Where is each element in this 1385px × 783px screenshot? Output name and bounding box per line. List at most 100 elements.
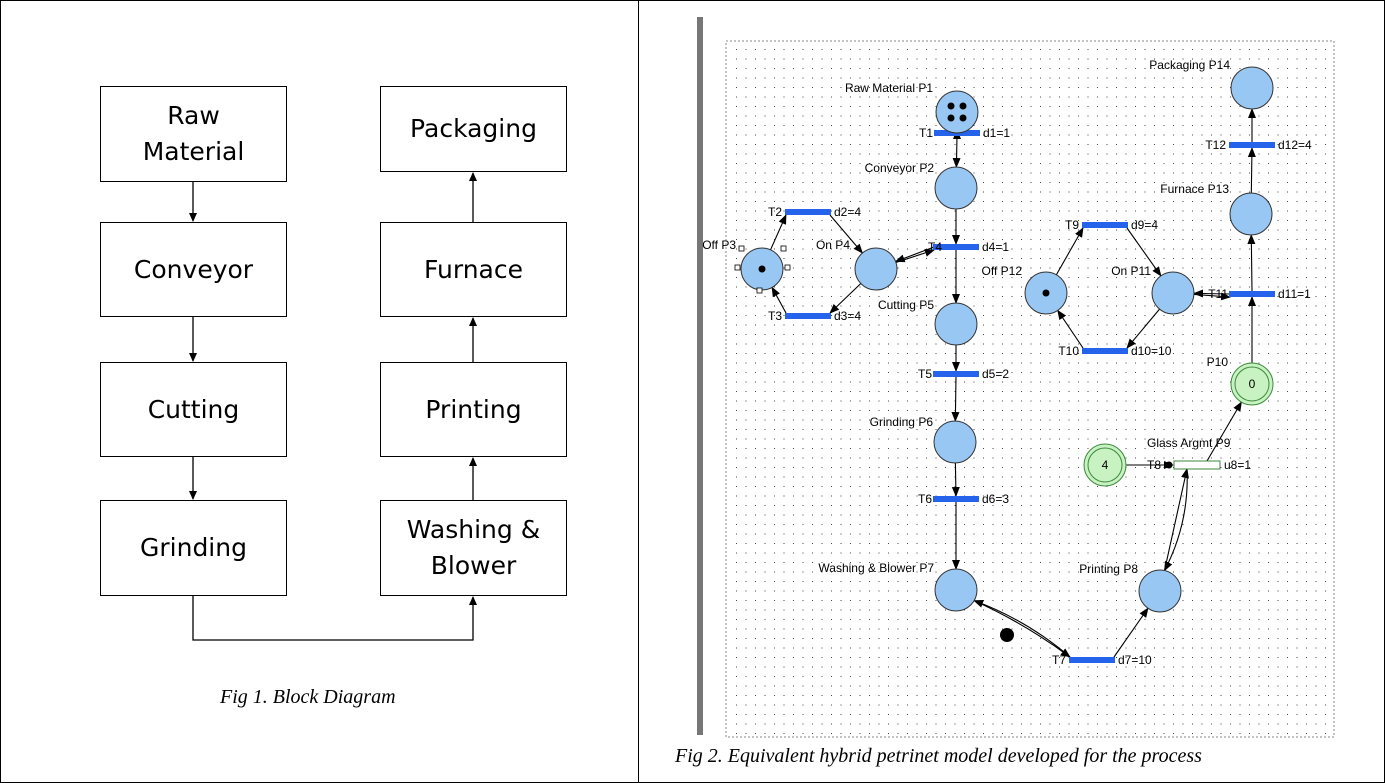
transition-delay: d11=1 — [1278, 287, 1311, 301]
transition-label: T6 — [918, 492, 932, 506]
transition-delay: d12=4 — [1278, 138, 1312, 152]
place-circle[interactable] — [1229, 192, 1273, 236]
token — [758, 265, 766, 273]
place-inner-ring — [1234, 366, 1270, 402]
block-conveyor: Conveyor — [100, 222, 287, 317]
transition-bar[interactable] — [1173, 460, 1221, 470]
place-circle[interactable] — [934, 568, 978, 612]
selection-handle[interactable] — [756, 287, 763, 294]
place-p7[interactable]: Washing & Blower P7 — [818, 561, 978, 612]
transition-bar[interactable] — [785, 209, 831, 215]
place-label: Grinding P6 — [870, 415, 934, 429]
place-p4[interactable]: On P4 — [816, 238, 898, 291]
transition-bar[interactable] — [933, 496, 979, 502]
token — [959, 114, 967, 122]
place-p5[interactable]: Cutting P5 — [878, 298, 978, 346]
block-grinding: Grinding — [100, 500, 287, 596]
place-label: Washing & Blower P7 — [818, 561, 934, 575]
place-circle[interactable] — [1151, 271, 1195, 315]
transition-bar[interactable] — [1069, 657, 1115, 663]
place-circle[interactable] — [934, 166, 978, 210]
place-p8[interactable]: Printing P8 — [1079, 562, 1182, 613]
place-circle[interactable] — [935, 90, 979, 134]
place-label: On P4 — [816, 238, 850, 252]
transition-delay: d5=2 — [982, 367, 1009, 381]
arc — [1193, 292, 1231, 301]
place-p6[interactable]: Grinding P6 — [870, 415, 977, 464]
transition-t12[interactable]: T12 d12=4 — [1205, 138, 1312, 152]
block-arrows — [189, 172, 477, 641]
arc — [770, 214, 787, 251]
block-printing: Printing — [380, 362, 567, 457]
transition-t10[interactable]: T10 d10=10 — [1058, 344, 1171, 358]
arc-endpoint — [1165, 461, 1173, 469]
arc — [973, 600, 1071, 658]
place-p3[interactable]: Off P3 — [702, 238, 784, 291]
transition-bar[interactable] — [1082, 348, 1128, 354]
selection-handle[interactable] — [780, 245, 787, 252]
transition-bar[interactable] — [933, 371, 979, 377]
place-label: Conveyor P2 — [865, 161, 935, 175]
transition-t5[interactable]: T5 d5=2 — [918, 367, 1009, 381]
arrow-grinding-to-washing — [192, 596, 477, 641]
transition-bar[interactable] — [1082, 222, 1128, 228]
place-label: Packaging P14 — [1149, 58, 1230, 72]
selection-handle[interactable] — [738, 245, 745, 252]
arc — [1247, 147, 1256, 194]
transition-label: T10 — [1058, 344, 1079, 358]
place-circle[interactable] — [1138, 569, 1182, 613]
arc — [973, 600, 1071, 658]
transition-label: T2 — [768, 205, 782, 219]
place-p14[interactable]: Packaging P14 — [1149, 58, 1274, 110]
transition-label: T11 — [1208, 287, 1228, 301]
place-circle[interactable] — [1230, 362, 1274, 406]
transition-bar[interactable] — [933, 244, 979, 250]
place-circle[interactable] — [933, 420, 977, 464]
fig2-caption: Fig 2. Equivalent hybrid petrinet model … — [675, 745, 1202, 767]
arc — [1113, 607, 1149, 658]
block-cutting: Cutting — [100, 362, 287, 457]
arc — [1206, 401, 1242, 462]
panel-divider — [638, 0, 639, 783]
arc — [1126, 308, 1160, 349]
place-p2[interactable]: Conveyor P2 — [865, 161, 978, 210]
place-label: Printing P8 — [1079, 562, 1138, 576]
place-circle[interactable] — [934, 302, 978, 346]
place-circle[interactable] — [854, 247, 898, 291]
place-marking: 4 — [1102, 458, 1109, 472]
place-label: Off P12 — [982, 264, 1023, 278]
fig1-caption: Fig 1. Block Diagram — [220, 686, 396, 708]
transition-t11[interactable]: T11 d11=1 — [1208, 287, 1311, 301]
place-circle[interactable] — [1230, 66, 1274, 110]
transition-t4[interactable]: T4 d4=1 — [928, 240, 1009, 254]
selection-handle[interactable] — [784, 264, 791, 271]
transition-delay: d3=4 — [834, 309, 861, 323]
places: Raw Material P1 Conveyor P2 Off P3 On P4 Cut… — [702, 58, 1274, 613]
place-p13[interactable]: Furnace P13 — [1160, 182, 1273, 236]
transition-label: T5 — [918, 367, 932, 381]
transition-bar[interactable] — [1229, 142, 1275, 148]
transition-bar[interactable] — [1229, 291, 1275, 297]
transition-label: T4 — [928, 240, 942, 254]
arc — [1247, 233, 1256, 292]
transition-delay: d10=10 — [1131, 344, 1172, 358]
place-circle[interactable] — [1083, 443, 1127, 487]
transition-label: T12 — [1205, 138, 1226, 152]
place-p12[interactable]: Off P12 — [982, 264, 1068, 315]
place-label: On P11 — [1111, 264, 1151, 278]
selection-handle[interactable] — [734, 264, 741, 271]
place-p11[interactable]: On P11 — [1111, 264, 1195, 315]
place-p1[interactable]: Raw Material P1 — [845, 81, 979, 134]
transition-delay: d4=1 — [982, 240, 1009, 254]
transition-bar[interactable] — [785, 313, 831, 319]
